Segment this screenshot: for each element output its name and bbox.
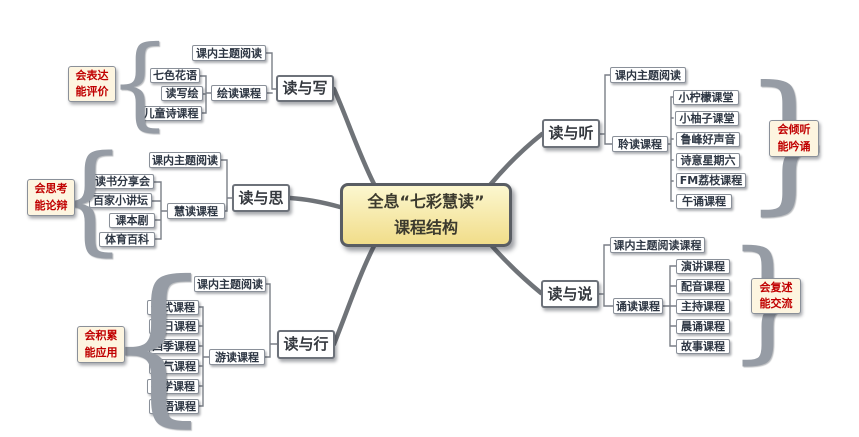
ability-tag-read-speak[interactable]: 会复述 能交流 — [751, 278, 801, 314]
center-topic-node[interactable]: 全息“七彩慧读” 课程结构 — [340, 183, 512, 247]
course-item[interactable]: 故事课程 — [676, 339, 730, 354]
branch-node-read-think[interactable]: 读与思 — [232, 184, 290, 212]
course-item[interactable]: FM荔枝课程 — [676, 173, 746, 188]
branch-node-read-act[interactable]: 读与行 — [277, 330, 335, 359]
ability-line: 会思考 — [34, 182, 68, 195]
course-node-read-act[interactable]: 游读课程 — [209, 349, 265, 365]
course-item[interactable]: 读书分享会 — [91, 174, 154, 189]
ability-tag-read-listen[interactable]: 会倾听 能吟诵 — [769, 120, 819, 157]
branch-node-read-listen[interactable]: 读与听 — [542, 119, 600, 148]
course-item[interactable]: 儿童诗课程 — [140, 106, 202, 121]
ability-tag-read-think[interactable]: 会思考 能论辩 — [27, 179, 75, 216]
theme-node-read-write[interactable]: 课内主题阅读 — [192, 45, 266, 61]
center-topic-line2: 课程结构 — [393, 218, 458, 237]
ability-tag-read-act[interactable]: 会积累 能应用 — [77, 326, 125, 363]
course-item[interactable]: 节气课程 — [149, 359, 199, 374]
course-item[interactable]: 鲁峰好声音 — [676, 132, 740, 147]
ability-tag-read-write[interactable]: 会表达 能评价 — [68, 66, 116, 102]
theme-node-read-speak[interactable]: 课内主题阅读课程 — [610, 237, 705, 253]
theme-node-read-think[interactable]: 课内主题阅读 — [149, 152, 221, 168]
theme-node-read-listen[interactable]: 课内主题阅读 — [610, 67, 686, 83]
course-item[interactable]: 研学课程 — [147, 379, 199, 394]
course-item[interactable]: 晨诵课程 — [676, 319, 730, 334]
branch-node-read-speak[interactable]: 读与说 — [541, 280, 599, 308]
branch-node-read-write[interactable]: 读与写 — [276, 75, 334, 102]
brace-left-icon: { — [108, 24, 172, 141]
course-node-read-write[interactable]: 绘读课程 — [211, 85, 267, 101]
course-node-read-think[interactable]: 慧读课程 — [167, 203, 225, 219]
course-item[interactable]: 午诵课程 — [676, 194, 732, 209]
course-item[interactable]: 主持课程 — [676, 299, 730, 314]
ability-line: 能吟诵 — [777, 139, 811, 153]
branch-curve-write — [331, 86, 377, 187]
course-item[interactable]: 仪式课程 — [147, 300, 199, 315]
course-item[interactable]: 诗意星期六 — [676, 153, 740, 168]
branch-curve-think — [287, 195, 343, 210]
course-item[interactable]: 小柠檬课堂 — [673, 90, 739, 105]
center-topic-line1: 全息“七彩慧读” — [367, 192, 485, 212]
branch-curve-act — [331, 243, 377, 347]
course-item[interactable]: 成语课程 — [149, 399, 199, 414]
course-item[interactable]: 演讲课程 — [676, 259, 730, 274]
theme-node-read-act[interactable]: 课内主题阅读 — [194, 276, 266, 292]
course-item[interactable]: 读写绘 — [161, 86, 203, 101]
ability-line: 能交流 — [759, 297, 793, 310]
course-node-read-listen[interactable]: 聆读课程 — [612, 136, 668, 152]
ability-line: 能论辩 — [34, 198, 68, 212]
course-item[interactable]: 四季课程 — [149, 339, 199, 354]
ability-line: 能评价 — [75, 85, 109, 98]
course-item[interactable]: 七色花语 — [150, 68, 200, 83]
ability-line: 会表达 — [75, 68, 109, 82]
course-item[interactable]: 课本剧 — [109, 213, 155, 228]
course-item[interactable]: 节日课程 — [149, 319, 199, 334]
ability-line: 会积累 — [84, 329, 118, 342]
branch-curve-listen — [487, 131, 545, 188]
ability-line: 能应用 — [84, 345, 118, 359]
branch-curve-speak — [489, 243, 544, 296]
course-item[interactable]: 体育百科 — [99, 232, 155, 247]
ability-line: 会复述 — [759, 280, 793, 294]
course-item[interactable]: 百家小讲坛 — [89, 193, 152, 208]
ability-line: 会倾听 — [777, 123, 811, 136]
course-item[interactable]: 小柚子课堂 — [675, 111, 739, 126]
course-node-read-speak[interactable]: 诵读课程 — [613, 298, 663, 314]
course-item[interactable]: 配音课程 — [676, 279, 730, 294]
